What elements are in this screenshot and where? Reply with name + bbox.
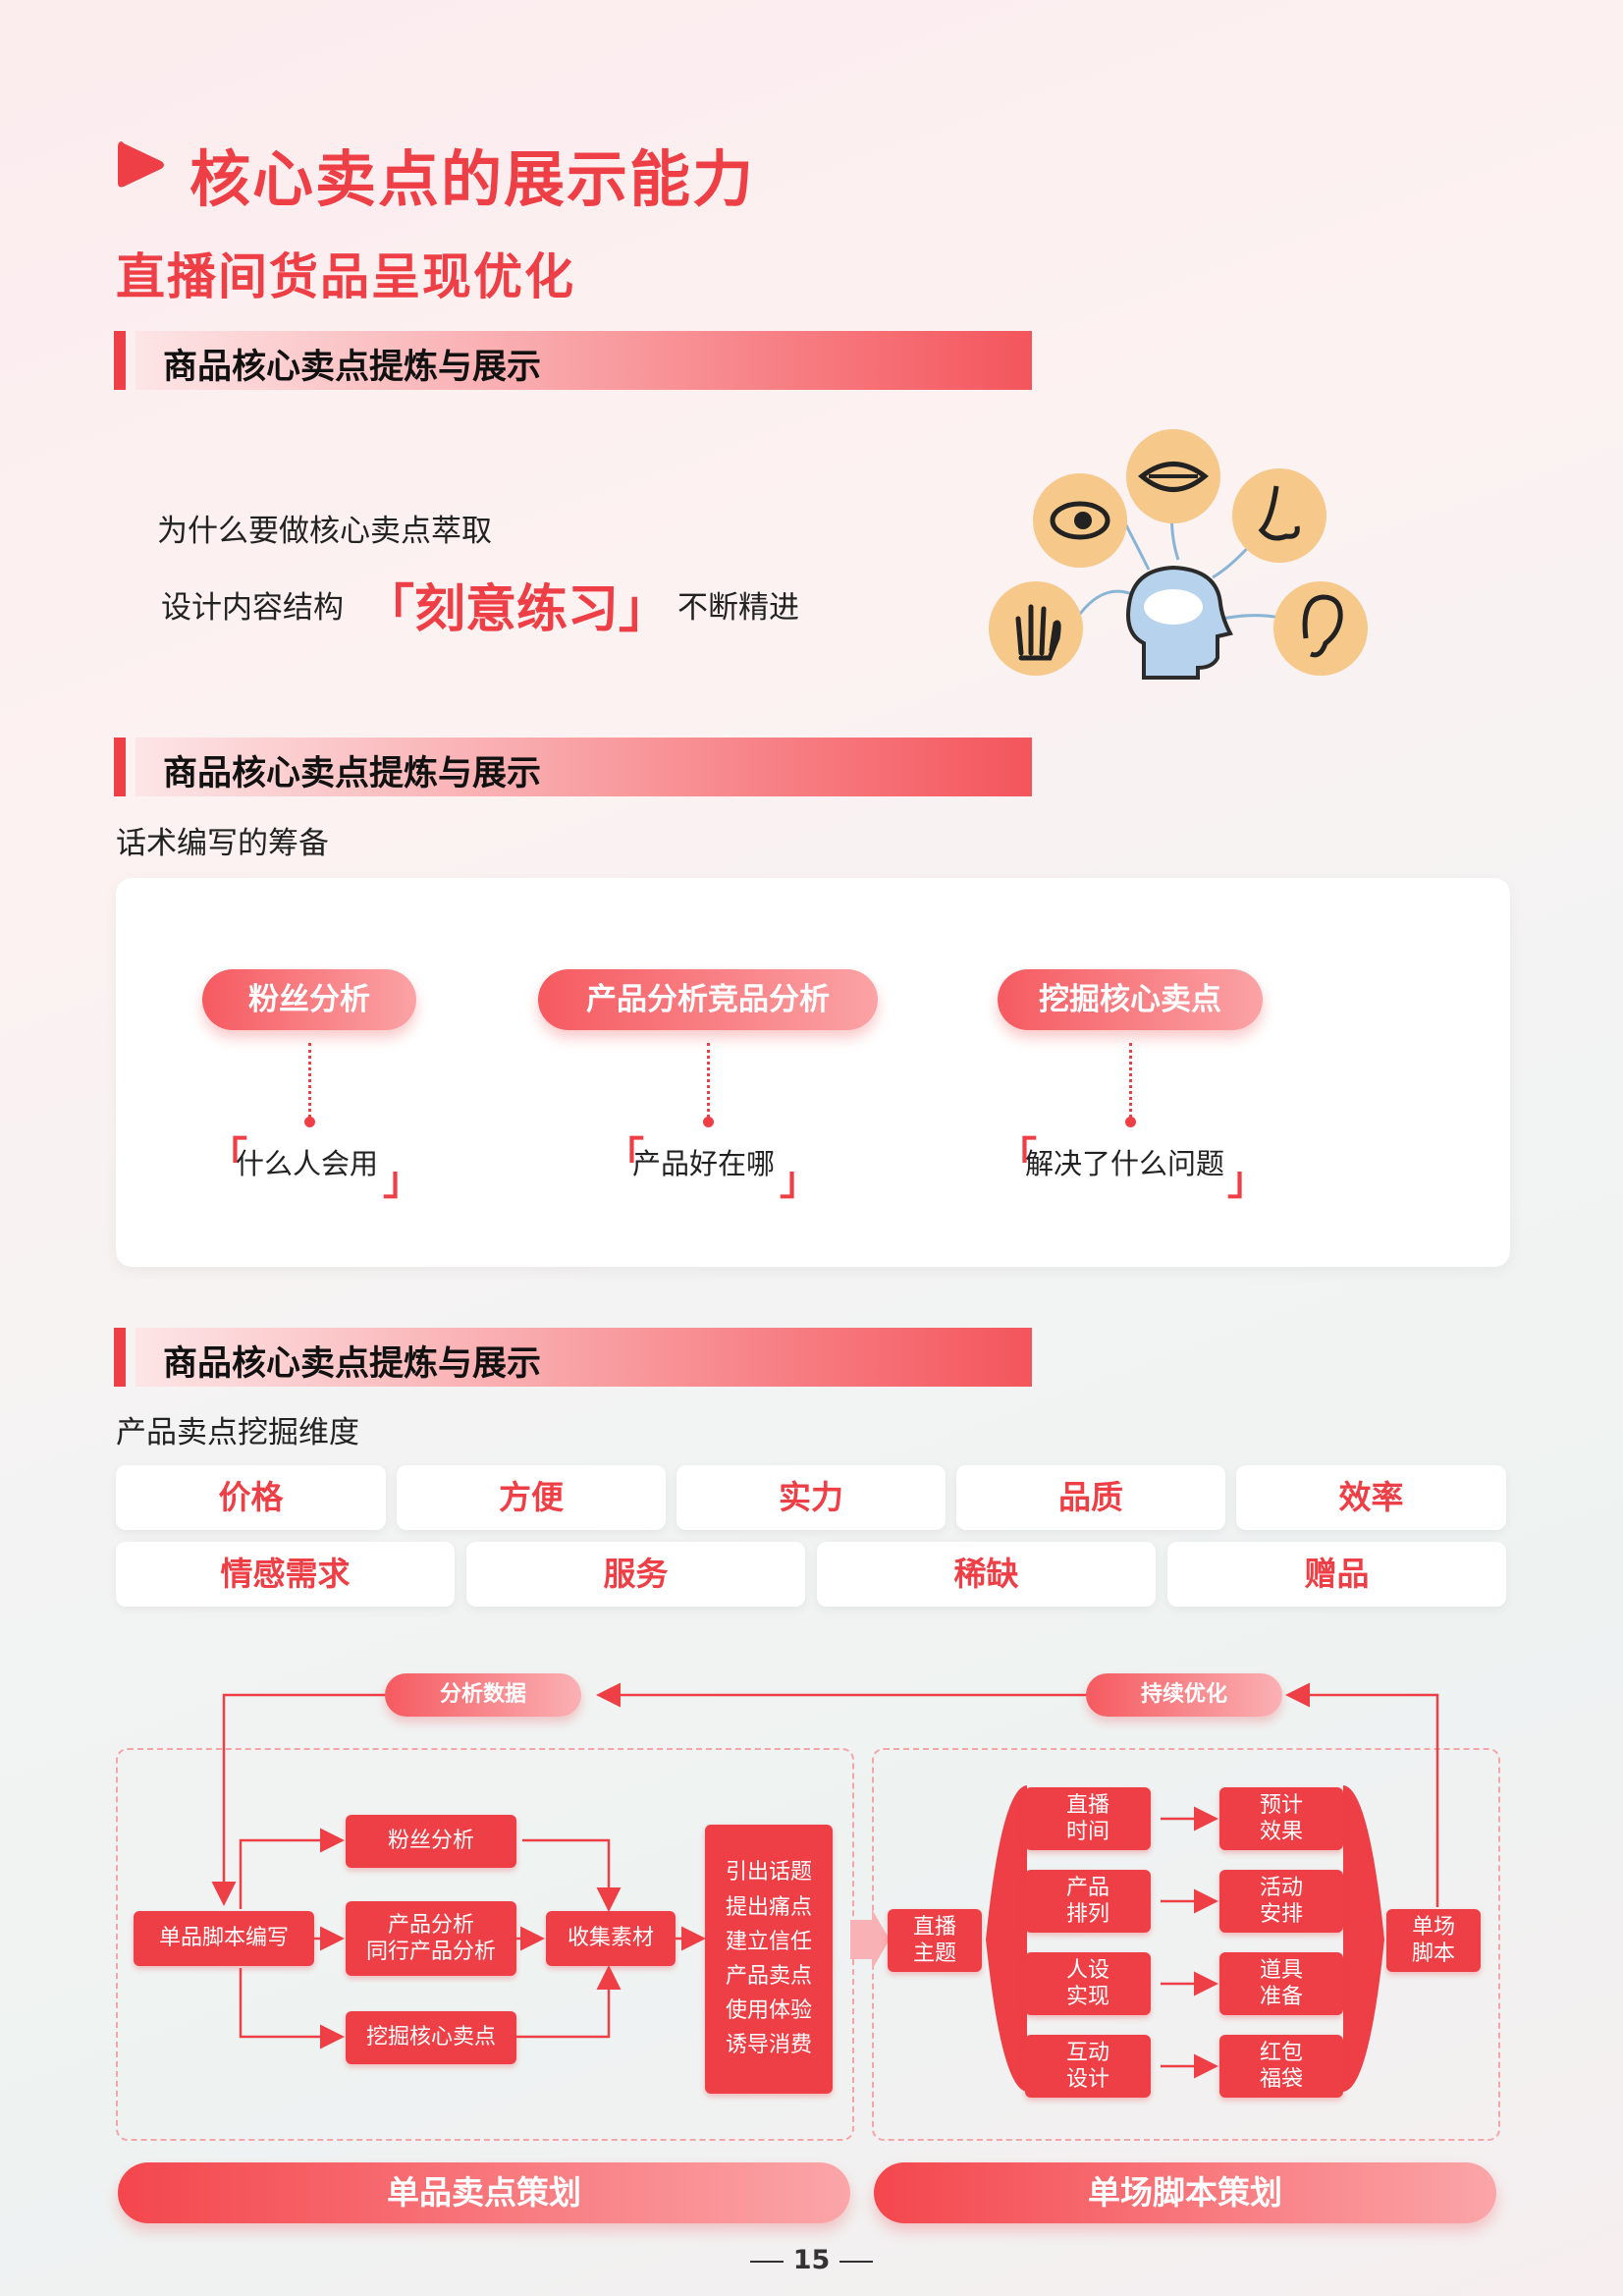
mouth-icon — [1126, 429, 1220, 523]
play-triangle-icon — [116, 137, 167, 196]
flow-mid-item: 直播时间 — [1025, 1787, 1151, 1850]
flow-product-analysis: 产品分析 同行产品分析 — [346, 1901, 516, 1976]
page-subtitle: 直播间货品呈现优化 — [116, 248, 575, 305]
prep-question-product: 产品好在哪 — [632, 1147, 776, 1180]
dimension-chip: 价格 — [116, 1465, 386, 1530]
flow-fans: 粉丝分析 — [346, 1815, 516, 1868]
flow-top-optimize: 持续优化 — [1086, 1673, 1282, 1717]
section-bar-1: 商品核心卖点提炼与展示 — [114, 331, 1032, 390]
dimension-chip: 情感需求 — [116, 1542, 455, 1607]
section-bar-title: 商品核心卖点提炼与展示 — [163, 754, 542, 793]
prep-card — [116, 878, 1510, 1267]
flow-core-points: 挖掘核心卖点 — [346, 2011, 516, 2064]
flow-mid-item: 人设实现 — [1025, 1952, 1151, 2015]
flow-out-item: 活动安排 — [1219, 1870, 1343, 1933]
prep-pill-core: 挖掘核心卖点 — [998, 969, 1263, 1030]
bottom-pill-single-session: 单场脚本策划 — [874, 2162, 1496, 2223]
flow-mid-item: 产品排列 — [1025, 1870, 1151, 1933]
section2-caption: 话术编写的筹备 — [116, 826, 329, 861]
flow-mid-item: 互动设计 — [1025, 2035, 1151, 2098]
dimension-chip: 品质 — [956, 1465, 1225, 1530]
prep-pill-product: 产品分析竞品分析 — [538, 969, 878, 1030]
flow-start-script: 单品脚本编写 — [134, 1911, 314, 1966]
dimension-chip: 服务 — [466, 1542, 805, 1607]
emphasis-text: 「刻意练习」 — [363, 580, 671, 639]
flow-out-item: 红包福袋 — [1219, 2035, 1343, 2098]
dimension-chip: 稀缺 — [817, 1542, 1156, 1607]
ear-icon — [1273, 581, 1368, 676]
page-number: 15 — [0, 2245, 1623, 2275]
section-bar-title: 商品核心卖点提炼与展示 — [163, 1344, 542, 1384]
flow-out-item: 预计效果 — [1219, 1787, 1343, 1850]
nose-icon — [1232, 468, 1326, 563]
dimension-chip: 赠品 — [1167, 1542, 1506, 1607]
flow-top-analyze: 分析数据 — [385, 1673, 581, 1717]
prep-question-fans: 什么人会用 — [236, 1147, 379, 1180]
flow-single-script: 单场 脚本 — [1386, 1909, 1481, 1972]
five-senses-illustration — [977, 422, 1370, 691]
flow-collect: 收集素材 — [546, 1911, 676, 1966]
section-bar-2: 商品核心卖点提炼与展示 — [114, 738, 1032, 796]
section-bar-title: 商品核心卖点提炼与展示 — [163, 348, 542, 387]
prep-pill-fans: 粉丝分析 — [202, 969, 416, 1030]
section1-line1: 为什么要做核心卖点萃取 — [157, 514, 492, 549]
section1-line2: 设计内容结构 「刻意练习」 不断精进 — [161, 568, 799, 641]
head-icon — [1126, 565, 1233, 680]
section-bar-3: 商品核心卖点提炼与展示 — [114, 1328, 1032, 1387]
dimension-chip: 方便 — [397, 1465, 666, 1530]
prep-question-core: 解决了什么问题 — [1025, 1147, 1225, 1180]
flow-script-list: 引出话题 提出痛点 建立信任 产品卖点 使用体验 诱导消费 — [705, 1825, 833, 2094]
flow-out-item: 道具准备 — [1219, 1952, 1343, 2015]
dimension-chip: 实力 — [676, 1465, 946, 1530]
eye-icon — [1033, 473, 1127, 568]
bottom-pill-single-item: 单品卖点策划 — [118, 2162, 850, 2223]
page-title: 核心卖点的展示能力 — [189, 143, 756, 215]
hand-icon — [989, 581, 1083, 676]
section3-caption: 产品卖点挖掘维度 — [116, 1415, 359, 1450]
dimension-chip: 效率 — [1236, 1465, 1506, 1530]
flow-live-theme: 直播 主题 — [888, 1909, 982, 1972]
